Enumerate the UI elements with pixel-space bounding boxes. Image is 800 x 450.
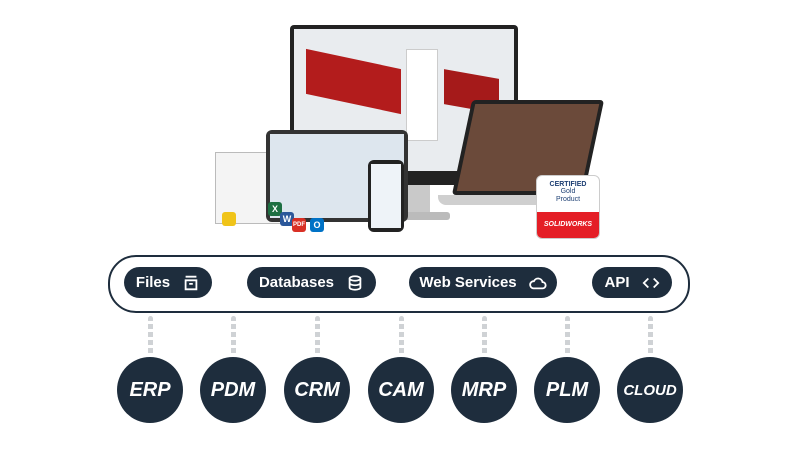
laptop-base xyxy=(438,195,598,205)
phone xyxy=(368,160,404,232)
3d-part-icon xyxy=(222,212,236,226)
connector-dots xyxy=(148,316,153,356)
source-label: API xyxy=(604,274,630,291)
connector-dots xyxy=(399,316,404,356)
solidworks-logo: SOLIDWORKS xyxy=(537,212,599,238)
system-crm: CRM xyxy=(284,357,350,423)
word-icon: W xyxy=(280,212,294,226)
configurator-panel xyxy=(406,49,438,141)
connector-dots xyxy=(565,316,570,356)
pdf-icon: PDF xyxy=(292,218,306,232)
connector-dots xyxy=(315,316,320,356)
certified-gold-badge: CERTIFIED Gold Product SOLIDWORKS xyxy=(536,175,600,239)
system-cloud: CLOUD xyxy=(617,357,683,423)
badge-product: Product xyxy=(555,196,581,203)
source-label: Databases xyxy=(258,274,335,291)
source-label: Web Services xyxy=(419,274,517,291)
source-web-services: Web Services xyxy=(409,267,557,298)
excel-icon: X xyxy=(268,202,282,216)
system-mrp: MRP xyxy=(451,357,517,423)
code-icon xyxy=(642,277,659,288)
trailer-3d-model xyxy=(306,48,401,115)
source-files: Files xyxy=(124,267,212,298)
source-label: Files xyxy=(135,274,171,291)
connector-dots xyxy=(482,316,487,356)
archive-icon xyxy=(184,275,198,290)
system-pdm: PDM xyxy=(200,357,266,423)
system-erp: ERP xyxy=(117,357,183,423)
cloud-icon xyxy=(528,277,547,289)
system-plm: PLM xyxy=(534,357,600,423)
integration-bar xyxy=(108,255,690,313)
system-cam: CAM xyxy=(368,357,434,423)
badge-title: CERTIFIED xyxy=(549,181,587,188)
database-icon xyxy=(348,274,362,291)
connector-dots xyxy=(231,316,236,356)
badge-level: Gold xyxy=(560,188,576,195)
connector-dots xyxy=(648,316,653,356)
source-api: API xyxy=(592,267,672,298)
source-databases: Databases xyxy=(247,267,376,298)
outlook-icon: O xyxy=(310,218,324,232)
